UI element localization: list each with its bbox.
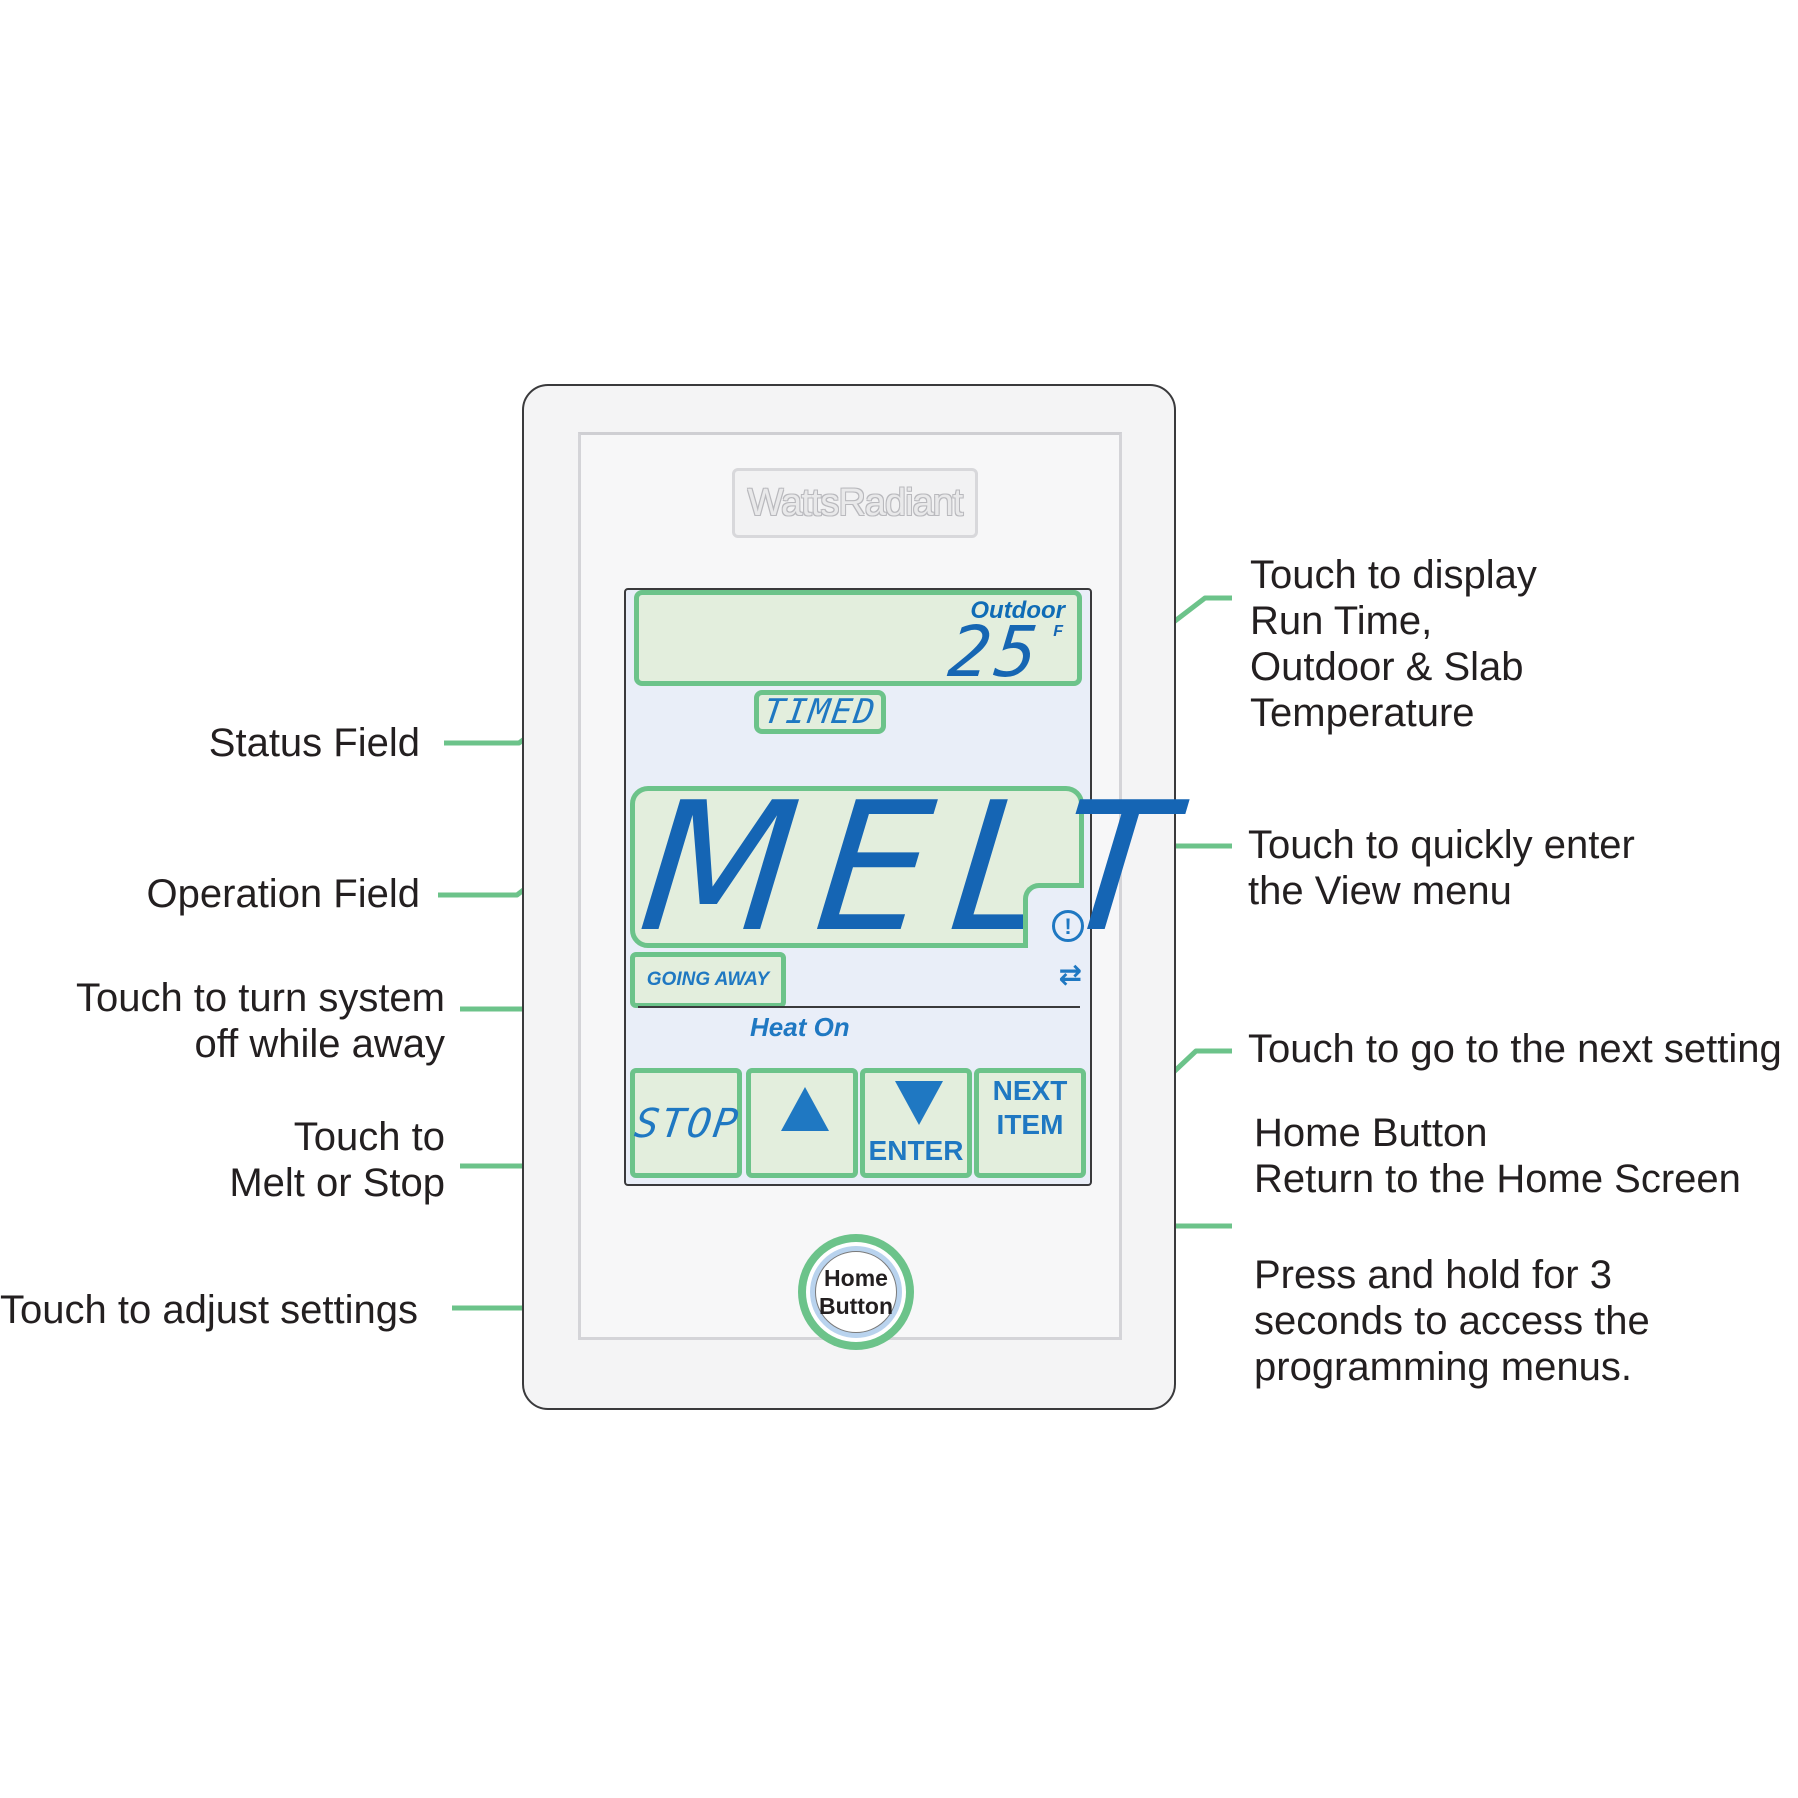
callout-line: Status Field bbox=[208, 721, 420, 765]
callout-status-field: Status Field bbox=[209, 720, 420, 766]
callout-next-setting: Touch to go to the next setting bbox=[1248, 1026, 1782, 1072]
enter-label: ENTER bbox=[868, 1135, 964, 1166]
callout-display-toggle: Touch to display Run Time, Outdoor & Sla… bbox=[1250, 552, 1537, 736]
outdoor-label: Outdoor bbox=[970, 597, 1065, 624]
callout-melt-stop: Touch to Melt or Stop bbox=[229, 1114, 445, 1206]
callout-line: seconds to access the bbox=[1254, 1299, 1650, 1343]
home-button-label-line2: Button bbox=[818, 1293, 894, 1319]
callout-line: Touch to quickly enter bbox=[1248, 823, 1635, 867]
swap-arrows-icon: ⇄ bbox=[1058, 959, 1082, 990]
callout-line: Temperature bbox=[1250, 691, 1475, 735]
up-arrow-button[interactable] bbox=[746, 1068, 858, 1178]
callout-line: Melt or Stop bbox=[229, 1161, 445, 1205]
going-away-label: GOING AWAY bbox=[646, 969, 770, 990]
callout-line: Operation Field bbox=[146, 872, 420, 916]
brand-logo: WattsRadiant bbox=[732, 468, 978, 538]
going-away-button[interactable]: GOING AWAY bbox=[630, 952, 786, 1008]
callout-going-away: Touch to turn system off while away bbox=[76, 975, 445, 1067]
callout-home-button: Home Button Return to the Home Screen bbox=[1254, 1110, 1741, 1202]
screen-divider bbox=[638, 1006, 1080, 1008]
operation-field[interactable]: MELT bbox=[630, 764, 1204, 971]
home-button-face: Home Button bbox=[815, 1251, 897, 1333]
callout-line: Press and hold for 3 bbox=[1254, 1253, 1612, 1297]
down-enter-button[interactable]: ENTER bbox=[860, 1068, 972, 1178]
callout-view-menu: Touch to quickly enter the View menu bbox=[1248, 822, 1635, 914]
status-text: TIMED bbox=[761, 692, 879, 732]
alert-icon: ! bbox=[1052, 910, 1084, 942]
callout-line: the View menu bbox=[1248, 869, 1512, 913]
callout-adjust-settings: Touch to adjust settings bbox=[0, 1287, 418, 1333]
callout-line: Outdoor & Slab bbox=[1250, 645, 1524, 689]
down-arrow-icon bbox=[895, 1081, 943, 1125]
display-toggle-field[interactable]: Outdoor 25 F bbox=[634, 590, 1082, 693]
callout-line: off while away bbox=[194, 1022, 445, 1066]
thermostat-device: WattsRadiant Outdoor 25 F TIMED MELT ! G… bbox=[522, 384, 1204, 1410]
next-item-label-line2: ITEM bbox=[996, 1109, 1064, 1140]
callout-line: Run Time, bbox=[1250, 599, 1433, 643]
next-item-label-line1: NEXT bbox=[992, 1075, 1068, 1106]
home-button-label-line1: Home bbox=[824, 1265, 888, 1291]
stop-button-label: STOP bbox=[631, 1101, 743, 1147]
outdoor-temperature: 25 bbox=[944, 611, 1046, 693]
callout-line: Touch to adjust settings bbox=[0, 1288, 419, 1332]
operation-text: MELT bbox=[632, 764, 1204, 971]
callout-line: Touch to turn system bbox=[75, 976, 445, 1020]
up-arrow-icon bbox=[781, 1087, 829, 1131]
heat-on-indicator: Heat On bbox=[750, 1012, 850, 1042]
callout-line: Home Button bbox=[1254, 1111, 1488, 1155]
lcd-screen: Outdoor 25 F TIMED MELT ! GOING AWAY ⇄ H… bbox=[624, 588, 1204, 1186]
callout-line: Touch to go to the next setting bbox=[1248, 1027, 1782, 1071]
callout-programming: Press and hold for 3 seconds to access t… bbox=[1254, 1252, 1650, 1390]
brand-name: WattsRadiant bbox=[747, 481, 964, 524]
callout-operation-field: Operation Field bbox=[147, 871, 420, 917]
next-item-button[interactable]: NEXT ITEM bbox=[974, 1068, 1086, 1178]
callout-line: programming menus. bbox=[1254, 1345, 1632, 1389]
callout-line: Touch to display bbox=[1250, 553, 1537, 597]
temperature-unit: F bbox=[1053, 623, 1063, 640]
stop-button[interactable]: STOP bbox=[630, 1068, 743, 1178]
callout-line: Return to the Home Screen bbox=[1254, 1157, 1741, 1201]
home-button[interactable]: Home Button bbox=[798, 1234, 914, 1350]
callout-line: Touch to bbox=[293, 1115, 445, 1159]
status-field: TIMED bbox=[754, 690, 886, 734]
